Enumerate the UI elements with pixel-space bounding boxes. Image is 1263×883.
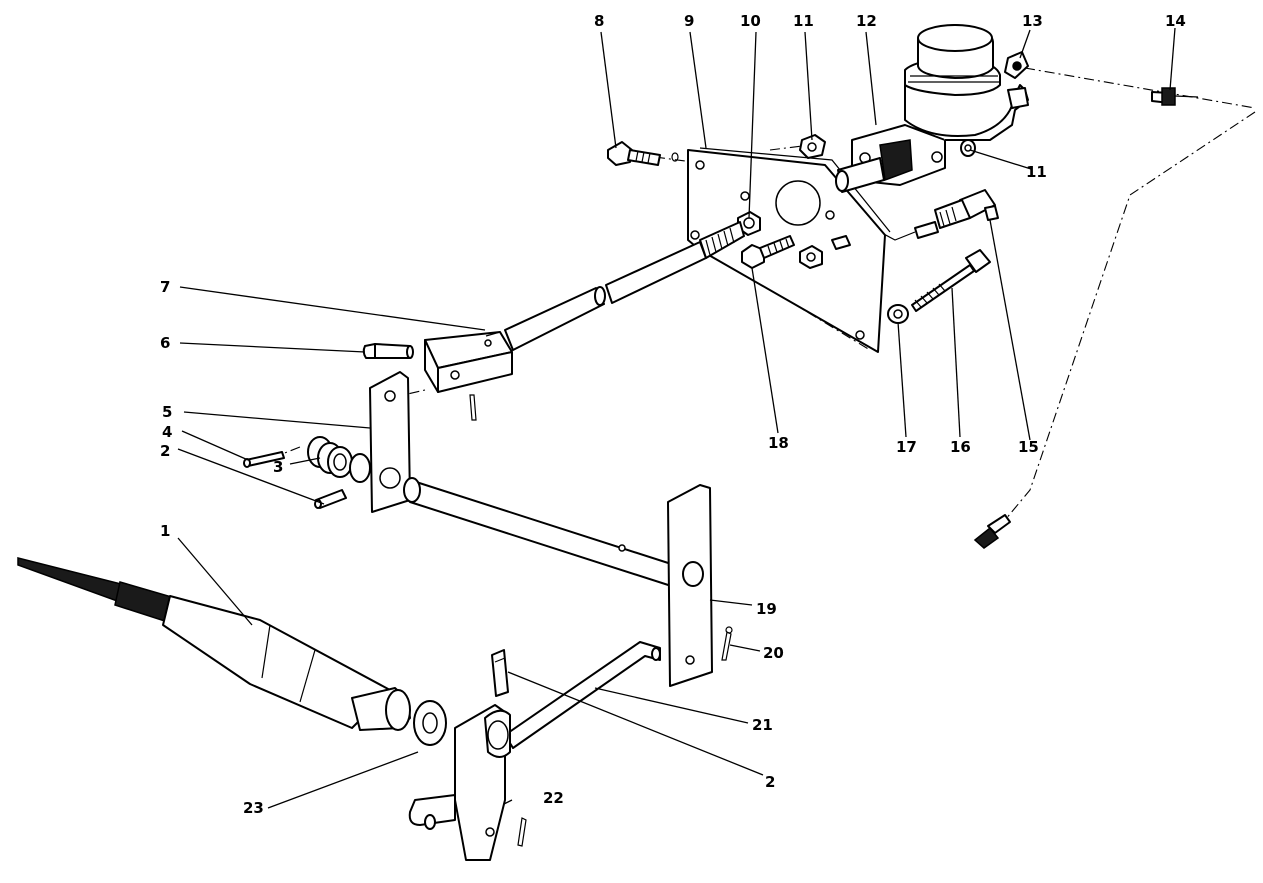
elbow-fitting-part-13 (1004, 51, 1029, 79)
hose-fitting-part-14 (1151, 87, 1199, 106)
callout-15: 15 (1018, 438, 1039, 456)
push-rod-part-7 (504, 221, 745, 351)
cross-shaft (403, 477, 691, 593)
callout-1: 1 (160, 522, 170, 540)
washer-part-23 (413, 700, 447, 746)
link-rod-part-21 (504, 641, 661, 749)
callout-6: 6 (160, 334, 170, 352)
washer-part-17 (887, 304, 909, 324)
bolt-part-18 (741, 235, 795, 269)
roll-pin-part-2-lower (491, 649, 509, 697)
split-pin-pedal (517, 817, 527, 847)
callout-leaders (177, 27, 1176, 809)
callout-5: 5 (162, 403, 172, 421)
callout-21: 21 (752, 716, 773, 734)
callout-18: 18 (768, 434, 789, 452)
split-pin-part-20 (721, 626, 733, 661)
callout-22: 22 (543, 789, 564, 807)
lever-part-19 (667, 484, 713, 687)
spring-part-3 (307, 436, 371, 483)
pedal-arm-part-1 (17, 557, 411, 731)
bleed-fitting (973, 514, 1011, 549)
callout-14: 14 (1165, 12, 1186, 30)
bolt-part-8 (607, 141, 679, 166)
callout-8: 8 (594, 12, 604, 30)
lever-part-5 (369, 371, 411, 513)
center-lines (271, 67, 1256, 521)
master-cylinder-part-12 (835, 24, 1029, 193)
clevis-pin-part-6 (362, 343, 414, 359)
long-bolt-part-16 (911, 249, 991, 312)
callout-23: 23 (243, 799, 264, 817)
callout-19: 19 (756, 600, 777, 618)
callout-20: 20 (763, 644, 784, 662)
nut-and-stud (799, 235, 851, 269)
callout-16: 16 (950, 438, 971, 456)
callout-3: 3 (273, 458, 283, 476)
mounting-plate-part-9 (687, 147, 891, 353)
split-pin-clevis (469, 394, 477, 421)
callout-12: 12 (856, 12, 877, 30)
callout-11-top: 11 (793, 12, 814, 30)
clevis (424, 331, 513, 393)
callout-4: 4 (162, 423, 172, 441)
callout-10: 10 (740, 12, 761, 30)
callout-2-lower: 2 (765, 773, 775, 791)
pedal-lever-part-22 (408, 704, 511, 861)
callout-labels: 1 2 2 3 4 5 6 7 8 9 10 11 11 12 13 14 15… (160, 12, 1186, 817)
switch-part-15 (914, 189, 999, 239)
nut-part-11-top (799, 134, 826, 159)
callout-17: 17 (896, 438, 917, 456)
washer-part-11-right (960, 139, 976, 157)
callout-13: 13 (1022, 12, 1043, 30)
callout-9: 9 (684, 12, 694, 30)
callout-2-upper: 2 (160, 442, 170, 460)
callout-7: 7 (160, 278, 170, 296)
roll-pin-part-2-upper (314, 489, 347, 509)
callout-11-right: 11 (1026, 163, 1047, 181)
